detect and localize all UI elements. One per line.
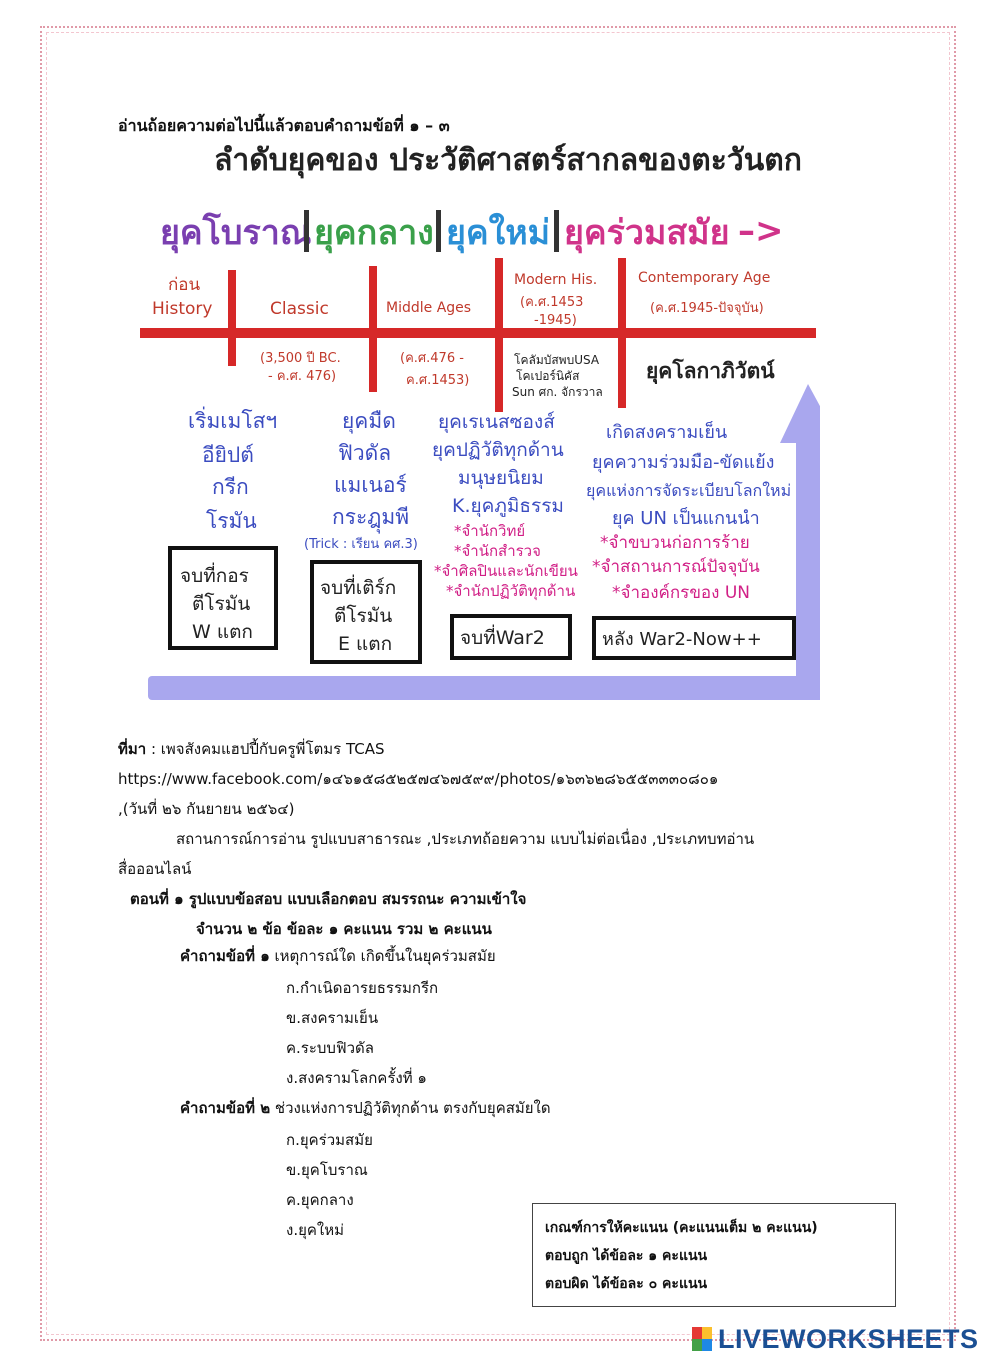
col2-note3: Sun ศก. จักรวาล <box>512 385 603 399</box>
source-block: ที่มา : เพจสังคมแฮปปี้กับครูพี่โตมร TCAS… <box>118 734 718 824</box>
era-middle: ยุคกลาง <box>314 213 434 254</box>
infographic-title: ลำดับยุคของ ประวัติศาสตร์สากลของตะวันตก <box>214 143 802 179</box>
ancient-box-1: จบที่กอร <box>180 562 249 587</box>
era-modern: ยุคใหม่ <box>446 212 550 254</box>
question-2: คำถามข้อที่ ๒ ช่วงแห่งการปฏิวัติทุกด้าน … <box>180 1093 551 1123</box>
timeline-vline-4 <box>618 258 626 408</box>
col0-label: Classic <box>270 299 329 319</box>
q1-text: เหตุการณ์ใด เกิดขึ้นในยุคร่วมสมัย <box>270 947 496 965</box>
timeline-vline-3 <box>495 258 503 412</box>
liveworksheets-logo: LIVEWORKSHEETS <box>692 1322 979 1356</box>
lw-logo-icon <box>692 1327 712 1351</box>
modern-pink-3: *จำศิลปินและนักเขียน <box>434 562 578 580</box>
ancient-box-3: W แตก <box>192 621 253 643</box>
modern-3: มนุษยนิยม <box>458 467 544 490</box>
col2-note2: โคเปอร์นิคัส <box>516 369 580 383</box>
q2-option-b[interactable]: ข.ยุคโบราณ <box>286 1158 368 1182</box>
timeline-vline-2 <box>369 266 377 392</box>
ancient-3: กรีก <box>212 475 249 499</box>
middle-4: กระฎุมพี <box>332 505 409 534</box>
contemp-2: ยุคความร่วมมือ-ขัดแย้ง <box>592 452 774 473</box>
middle-1: ยุคมืด <box>342 409 396 434</box>
q1-option-c[interactable]: ค.ระบบฟิวดัล <box>286 1036 374 1060</box>
q2-text: ช่วงแห่งการปฏิวัติทุกด้าน ตรงกับยุคสมัยใ… <box>270 1099 551 1117</box>
arrow-head <box>780 384 820 443</box>
reading-context: สถานการณ์การอ่าน รูปแบบสาธารณะ ,ประเภทถ้… <box>118 824 838 884</box>
ancient-2: อียิปต์ <box>202 443 254 467</box>
middle-2: ฟิวดัล <box>338 441 391 465</box>
brand-name: LIVEWORKSHEETS <box>718 1324 979 1355</box>
middle-box-2: ตีโรมัน <box>334 604 392 627</box>
q1-option-b[interactable]: ข.สงครามเย็น <box>286 1006 378 1030</box>
q2-option-d[interactable]: ง.ยุคใหม่ <box>286 1218 344 1242</box>
q1-option-a[interactable]: ก.กำเนิดอารยธรรมกรีก <box>286 976 438 1000</box>
intro-instruction: อ่านถ้อยความต่อไปนี้แล้วตอบคำถามข้อที่ ๑… <box>118 114 450 139</box>
timeline-vline-1 <box>228 270 236 366</box>
modern-4: K.ยุคภูมิธรรม <box>452 495 564 518</box>
col2-label: Modern His. <box>514 272 597 288</box>
col0-range2: - ค.ศ. 476) <box>268 369 336 384</box>
era-ancient: ยุคโบราณ <box>160 212 311 254</box>
col0-top2: History <box>152 299 212 319</box>
ancient-1: เริ่มเมโสฯ <box>188 406 277 433</box>
q1-label: คำถามข้อที่ ๑ <box>180 947 270 965</box>
contemp-pink-1: *จำขบวนก่อการร้าย <box>600 533 750 553</box>
col0-range: (3,500 ปี BC. <box>260 350 341 366</box>
modern-2: ยุคปฏิวัติทุกด้าน <box>432 439 564 462</box>
col1-range2: ค.ศ.1453) <box>406 373 469 388</box>
contemp-1: เกิดสงครามเย็น <box>606 420 727 443</box>
col3-note: ยุคโลกาภิวัตน์ <box>646 358 775 385</box>
q2-option-c[interactable]: ค.ยุคกลาง <box>286 1188 354 1212</box>
arrow-shaft <box>796 438 820 700</box>
contemp-4: ยุค UN เป็นแกนนำ <box>612 506 760 529</box>
context-line1: สถานการณ์การอ่าน รูปแบบสาธารณะ ,ประเภทถ้… <box>118 824 838 854</box>
era-arrow: –> <box>738 211 784 251</box>
contemp-pink-3: *จำองค์กรของ UN <box>612 583 750 603</box>
col2-range2: -1945) <box>534 313 577 328</box>
part-line1: ตอนที่ ๑ รูปแบบข้อสอบ แบบเลือกตอบ สมรรถน… <box>130 884 526 914</box>
col2-note1: โคลัมบัสพบUSA <box>514 353 600 367</box>
middle-3: แมเนอร์ <box>334 473 407 497</box>
q2-option-a[interactable]: ก.ยุคร่วมสมัย <box>286 1128 373 1152</box>
ancient-4: โรมัน <box>206 509 257 533</box>
part-line2: จำนวน ๒ ข้อ ข้อละ ๑ คะแนน รวม ๒ คะแนน <box>130 914 526 944</box>
part-header: ตอนที่ ๑ รูปแบบข้อสอบ แบบเลือกตอบ สมรรถน… <box>130 884 526 944</box>
scoring-correct: ตอบถูก ได้ข้อละ ๑ คะแนน <box>545 1242 883 1270</box>
scoring-title: เกณฑ์การให้คะแนน (คะแนนเต็ม ๒ คะแนน) <box>545 1214 883 1242</box>
contemp-3: ยุคแห่งการจัดระเบียบโลกใหม่ <box>586 481 791 501</box>
scoring-box: เกณฑ์การให้คะแนน (คะแนนเต็ม ๒ คะแนน) ตอบ… <box>532 1203 896 1307</box>
middle-box-3: E แตก <box>338 633 392 655</box>
contemp-box-text: หลัง War2-Now++ <box>602 629 762 650</box>
ancient-box-2: ตีโรมัน <box>192 592 250 615</box>
middle-box-1: จบที่เติร์ก <box>320 574 396 599</box>
era-contemporary: ยุคร่วมสมัย <box>564 213 730 254</box>
col2-range: (ค.ศ.1453 <box>520 295 583 310</box>
question-1: คำถามข้อที่ ๑ เหตุการณ์ใด เกิดขึ้นในยุคร… <box>180 941 496 971</box>
source-url[interactable]: https://www.facebook.com/๑๔๖๑๕๘๕๒๕๗๔๖๗๕๙… <box>118 764 718 794</box>
contemp-pink-2: *จำสถานการณ์ปัจจุบัน <box>592 557 760 577</box>
timeline-hline <box>140 328 816 338</box>
context-line2: สื่อออนไลน์ <box>118 854 838 884</box>
source-label: ที่มา <box>118 740 146 758</box>
col0-top: ก่อน <box>168 275 201 295</box>
arrow-base <box>148 676 820 700</box>
era-infographic: ลำดับยุคของ ประวัติศาสตร์สากลของตะวันตก … <box>140 138 820 706</box>
q2-label: คำถามข้อที่ ๒ <box>180 1099 270 1117</box>
q1-option-d[interactable]: ง.สงครามโลกครั้งที่ ๑ <box>286 1066 427 1090</box>
col1-label: Middle Ages <box>386 300 471 316</box>
col3-label: Contemporary Age <box>638 270 770 286</box>
modern-pink-4: *จำนักปฏิวัติทุกด้าน <box>446 582 575 601</box>
modern-box-text: จบที่War2 <box>460 624 545 649</box>
modern-pink-2: *จำนักสำรวจ <box>454 542 541 560</box>
col3-range: (ค.ศ.1945-ปัจจุบัน) <box>650 301 764 316</box>
modern-1: ยุคเรเนสซองส์ <box>438 411 555 434</box>
source-text: : เพจสังคมแฮปปี้กับครูพี่โตมร TCAS <box>146 740 384 758</box>
col1-range: (ค.ศ.476 - <box>400 351 464 366</box>
source-date: ,(วันที่ ๒๖ กันยายน ๒๕๖๔) <box>118 794 718 824</box>
scoring-wrong: ตอบผิด ได้ข้อละ ๐ คะแนน <box>545 1270 883 1298</box>
modern-pink-1: *จำนักวิทย์ <box>454 522 525 540</box>
middle-trick: (Trick : เรียน คศ.3) <box>304 536 418 552</box>
